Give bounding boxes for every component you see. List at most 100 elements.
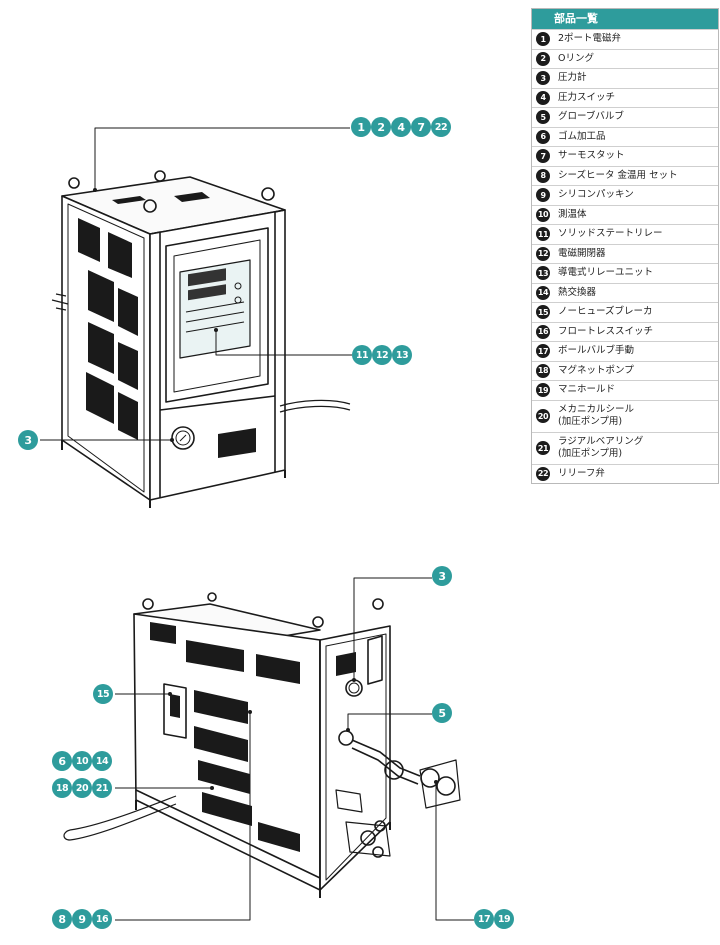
part-number-badge: 20 [536, 409, 550, 423]
leader-front-top [94, 127, 350, 190]
part-number-badge: 10 [536, 207, 550, 222]
part-number-badge: 7 [536, 149, 550, 164]
callout-number: 3 [432, 566, 452, 586]
parts-list-item: 18 マグネットポンプ [532, 360, 718, 381]
part-name: リリーフ弁 [558, 467, 605, 479]
part-number-badge: 5 [536, 110, 550, 125]
leader-lines [40, 127, 474, 921]
parts-list-header: 部品一覧 [532, 9, 718, 29]
callout-number: 18 [52, 778, 72, 798]
parts-list-item: 15 ノーヒューズブレーカ [532, 302, 718, 322]
front-unit-drawing [51, 170, 351, 508]
parts-list-item: 17 ボールバルブ手動 [532, 341, 718, 361]
leader-front-panel [215, 330, 352, 356]
callout-number: 12 [372, 345, 392, 365]
parts-list-item: 10 測温体 [532, 204, 718, 225]
part-number-badge: 11 [536, 227, 550, 242]
part-number-badge: 12 [536, 246, 550, 261]
leader-rear-manifold [435, 782, 474, 921]
callout-number: 21 [92, 778, 112, 798]
part-number-badge: 19 [536, 383, 550, 398]
part-number-badge: 2 [536, 51, 550, 66]
part-name: シリコンパッキン [558, 189, 634, 201]
part-number-badge: 17 [536, 344, 550, 359]
callout-number: 17 [474, 909, 494, 929]
leader-rear-valve [347, 713, 432, 730]
parts-list-item: 6 ゴム加工品 [532, 126, 718, 147]
parts-list-item: 2 Oリング [532, 48, 718, 69]
part-number-badge: 3 [536, 71, 550, 86]
parts-list-item: 21 ラジアルベアリング (加圧ポンプ用) [532, 431, 718, 464]
parts-list-item: 3 圧力計 [532, 68, 718, 88]
parts-list-item: 11 ソリッドステートリレー [532, 224, 718, 244]
part-name: ボールバルブ手動 [558, 345, 635, 357]
part-name: ゴム加工品 [558, 130, 606, 142]
callout-number: 9 [72, 909, 92, 929]
part-number-badge: 16 [536, 324, 550, 339]
callout-number: 6 [52, 751, 72, 771]
part-number-badge: 15 [536, 305, 550, 320]
callout-number: 3 [18, 430, 38, 450]
part-name: 圧力スイッチ [558, 91, 616, 103]
parts-list-item: 8 シーズヒータ 金温用 セット [532, 165, 718, 186]
callout-number: 8 [52, 909, 72, 929]
part-name: 測温体 [558, 208, 587, 220]
callout-number: 5 [432, 703, 452, 723]
part-name: 2ポート電磁弁 [558, 33, 622, 45]
part-name: メカニカルシール (加圧ポンプ用) [558, 404, 635, 427]
parts-list-item: 9 シリコンパッキン [532, 185, 718, 205]
parts-list-item: 22 リリーフ弁 [532, 463, 718, 484]
part-name: マグネットポンプ [558, 364, 634, 376]
part-number-badge: 6 [536, 129, 550, 144]
parts-list-item: 12 電磁開閉器 [532, 243, 718, 264]
part-name: シーズヒータ 金温用 セット [558, 169, 678, 181]
part-name: フロートレススイッチ [558, 325, 654, 337]
callout-number: 20 [72, 778, 92, 798]
parts-list-item: 20 メカニカルシール (加圧ポンプ用) [532, 399, 718, 432]
callout-number: 7 [411, 117, 431, 137]
parts-list-item: 7 サーモスタット [532, 146, 718, 166]
part-name: グローブバルブ [558, 111, 624, 123]
part-name: ソリッドステートリレー [558, 228, 663, 240]
leader-rear-bottom [115, 712, 251, 921]
callout-number: 15 [93, 684, 113, 704]
leader-rear-gauge [353, 577, 432, 680]
parts-list-item: 13 導電式リレーユニット [532, 263, 718, 283]
callout-number: 16 [92, 909, 112, 929]
part-number-badge: 13 [536, 266, 550, 281]
callout-number: 10 [72, 751, 92, 771]
parts-list-item: 16 フロートレススイッチ [532, 321, 718, 342]
callout-number: 13 [392, 345, 412, 365]
part-name: 電磁開閉器 [558, 247, 606, 259]
part-number-badge: 18 [536, 363, 550, 378]
parts-list-item: 19 マニホールド [532, 380, 718, 400]
part-name: ラジアルベアリング (加圧ポンプ用) [558, 436, 644, 459]
part-number-badge: 14 [536, 285, 550, 300]
part-name: 圧力計 [558, 72, 587, 84]
part-name: ノーヒューズブレーカ [558, 306, 653, 318]
callout-number: 2 [371, 117, 391, 137]
part-number-badge: 8 [536, 168, 550, 183]
part-number-badge: 4 [536, 90, 550, 105]
parts-list-item: 14 熱交換器 [532, 282, 718, 303]
part-name: 熱交換器 [558, 286, 597, 298]
part-name: マニホールド [558, 384, 616, 396]
callout-number: 4 [391, 117, 411, 137]
callout-number: 1 [351, 117, 371, 137]
callout-number: 14 [92, 751, 112, 771]
parts-list-item: 5 グローブバルブ [532, 107, 718, 127]
part-name: 導電式リレーユニット [558, 267, 654, 279]
part-name: サーモスタット [558, 150, 625, 162]
part-number-badge: 9 [536, 188, 550, 203]
part-number-badge: 21 [536, 441, 550, 455]
rear-unit-drawing [63, 592, 461, 898]
callout-number: 22 [431, 117, 451, 137]
parts-list-item: 4 圧力スイッチ [532, 87, 718, 108]
part-name: Oリング [558, 52, 594, 64]
callout-number: 11 [352, 345, 372, 365]
callout-number: 19 [494, 909, 514, 929]
part-number-badge: 22 [536, 466, 550, 481]
